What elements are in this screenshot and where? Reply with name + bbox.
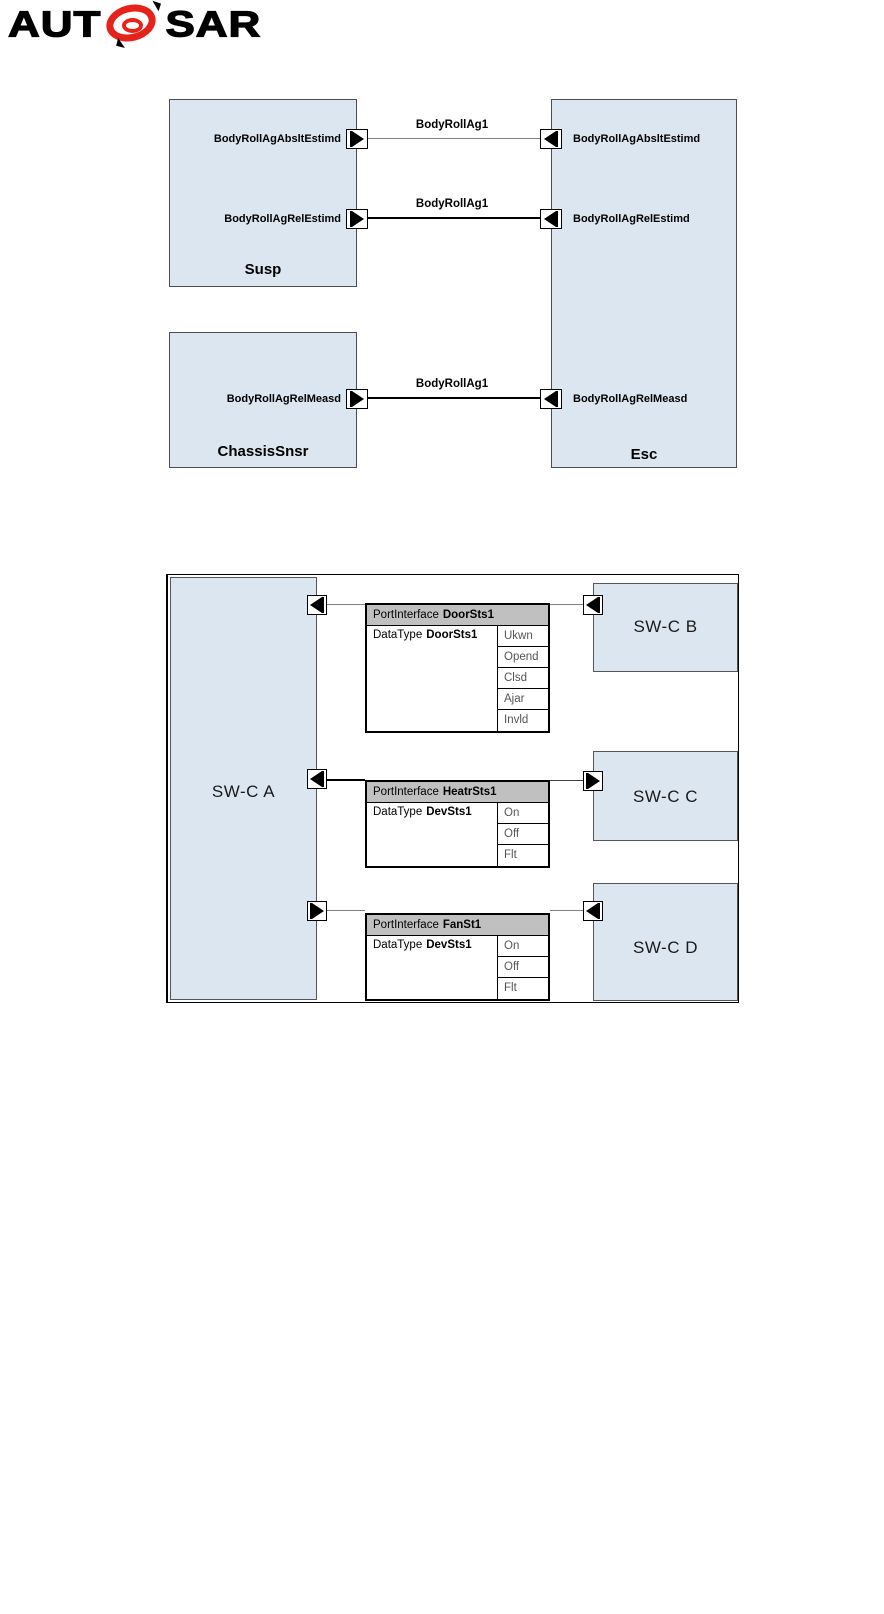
portinterface-name: DoorSts1 bbox=[442, 609, 494, 621]
datatype-cell: DataType DoorSts1 bbox=[367, 626, 498, 731]
component-esc bbox=[551, 99, 737, 468]
rport-swca-heatr bbox=[307, 769, 327, 789]
datatype-kind: DataType bbox=[373, 806, 423, 818]
port-label: BodyRollAgAbsltEstimd bbox=[213, 133, 341, 145]
rport-swca-door bbox=[307, 595, 327, 615]
enum-value: Off bbox=[498, 824, 548, 845]
rport-swcd-fan bbox=[583, 901, 603, 921]
enum-value: On bbox=[498, 936, 548, 957]
enum-value: Ajar bbox=[498, 689, 548, 710]
require-port-triangle-icon bbox=[544, 131, 556, 147]
pport-swcb-door bbox=[583, 595, 603, 615]
enum-value: On bbox=[498, 803, 548, 824]
component-swc-c-label: SW-C C bbox=[632, 787, 698, 806]
datatype-cell: DataType DevSts1 bbox=[367, 803, 498, 866]
interface-table-doorsts1: PortInterface DoorSts1 DataType DoorSts1… bbox=[365, 603, 550, 733]
connector-bodyrollag1-2 bbox=[368, 217, 540, 219]
portinterface-kind: PortInterface bbox=[373, 786, 439, 798]
portinterface-name: HeatrSts1 bbox=[442, 786, 497, 798]
portinterface-kind: PortInterface bbox=[373, 919, 439, 931]
logo-text-sar: SAR bbox=[165, 4, 262, 45]
enum-value: Ukwn bbox=[498, 626, 548, 647]
pport-chassis-measd bbox=[346, 389, 368, 409]
pport-swca-fan bbox=[307, 901, 327, 921]
enum-value: Flt bbox=[504, 849, 517, 861]
require-port-triangle-icon bbox=[310, 771, 322, 787]
connector-row3-left bbox=[327, 910, 365, 911]
component-swc-c bbox=[593, 751, 738, 841]
rport-esc-rel bbox=[540, 209, 562, 229]
pport-susp-rel bbox=[346, 209, 368, 229]
provide-port-triangle-icon bbox=[352, 211, 364, 227]
port-label: BodyRollAgRelEstimd bbox=[224, 213, 341, 225]
datatype-name: DoorSts1 bbox=[426, 629, 478, 641]
interface-table-header: PortInterface HeatrSts1 bbox=[367, 782, 548, 803]
autosar-logo: AUT SAR bbox=[7, 0, 262, 48]
enum-values: Ukwn Opend Clsd Ajar Invld bbox=[498, 626, 548, 731]
rport-swcc-heatr bbox=[583, 771, 603, 791]
enum-value: Flt bbox=[504, 982, 517, 994]
component-swc-b-label: SW-C B bbox=[633, 617, 698, 636]
pport-susp-abslt bbox=[346, 129, 368, 149]
port-triangle-icon bbox=[586, 597, 598, 613]
component-swc-d-label: SW-C D bbox=[632, 938, 698, 957]
connector-row1-left bbox=[327, 604, 365, 605]
logo-swirl-o-icon bbox=[102, 0, 162, 48]
port-triangle-icon bbox=[588, 773, 600, 789]
component-chassissnsr-label: ChassisSnsr bbox=[217, 443, 309, 460]
rport-esc-abslt bbox=[540, 129, 562, 149]
port-label: BodyRollAgRelMeasd bbox=[226, 393, 341, 405]
datatype-cell: DataType DevSts1 bbox=[367, 936, 498, 999]
enum-values: On Off Flt bbox=[498, 936, 548, 999]
logo-inner-ring bbox=[122, 18, 144, 33]
enum-value: Clsd bbox=[498, 668, 548, 689]
component-swc-b bbox=[593, 583, 738, 672]
interface-table-heatrsts1: PortInterface HeatrSts1 DataType DevSts1… bbox=[365, 780, 550, 868]
connector-row1-right bbox=[550, 604, 583, 605]
logo-text-aut: AUT bbox=[7, 4, 102, 45]
provide-port-triangle-icon bbox=[312, 903, 324, 919]
provide-port-triangle-icon bbox=[352, 131, 364, 147]
portinterface-kind: PortInterface bbox=[373, 609, 439, 621]
provide-port-triangle-icon bbox=[352, 391, 364, 407]
require-port-triangle-icon bbox=[310, 597, 322, 613]
interface-table-header: PortInterface FanSt1 bbox=[367, 915, 548, 936]
enum-value: Off bbox=[498, 957, 548, 978]
datatype-name: DevSts1 bbox=[426, 939, 472, 951]
port-label: BodyRollAgRelMeasd bbox=[573, 393, 688, 405]
component-swc-d bbox=[593, 883, 738, 1001]
component-swc-a-label: SW-C A bbox=[211, 782, 276, 801]
port-triangle-icon bbox=[586, 903, 598, 919]
datatype-kind: DataType bbox=[373, 629, 423, 641]
component-susp-label: Susp bbox=[244, 261, 282, 278]
datatype-name: DevSts1 bbox=[426, 806, 472, 818]
connector-bodyrollag1-3 bbox=[368, 397, 540, 399]
rport-esc-measd bbox=[540, 389, 562, 409]
connector-bodyrollag1-1 bbox=[368, 138, 540, 139]
enum-value: Invld bbox=[504, 714, 529, 726]
require-port-triangle-icon bbox=[544, 211, 556, 227]
connector-label-1: BodyRollAg1 bbox=[415, 119, 489, 131]
connector-label-3: BodyRollAg1 bbox=[415, 378, 489, 390]
component-esc-label: Esc bbox=[630, 446, 658, 463]
enum-values: On Off Flt bbox=[498, 803, 548, 866]
enum-value: Opend bbox=[498, 647, 548, 668]
connector-row3-right bbox=[550, 910, 583, 911]
component-swc-a bbox=[170, 577, 317, 1000]
datatype-kind: DataType bbox=[373, 939, 423, 951]
interface-table-fanst1: PortInterface FanSt1 DataType DevSts1 On… bbox=[365, 913, 550, 1001]
logo-wedge-top-icon bbox=[150, 0, 162, 12]
connector-row2-right bbox=[550, 780, 583, 781]
connector-label-2: BodyRollAg1 bbox=[415, 198, 489, 210]
logo-wedge-bottom-icon bbox=[116, 38, 128, 48]
connector-row2-left bbox=[327, 779, 365, 781]
require-port-triangle-icon bbox=[544, 391, 556, 407]
port-label: BodyRollAgAbsltEstimd bbox=[573, 133, 701, 145]
portinterface-name: FanSt1 bbox=[442, 919, 482, 931]
component-susp bbox=[169, 99, 357, 287]
port-label: BodyRollAgRelEstimd bbox=[573, 213, 690, 225]
interface-table-header: PortInterface DoorSts1 bbox=[367, 605, 548, 626]
component-chassissnsr bbox=[169, 332, 357, 468]
